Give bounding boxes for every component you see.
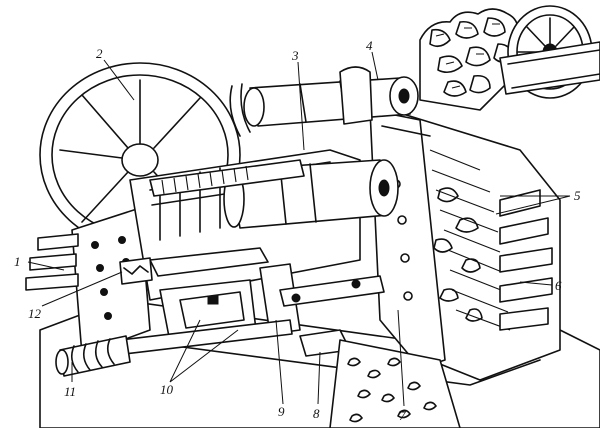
label-3: 3 bbox=[291, 48, 299, 63]
eccentric-shaft-icon bbox=[229, 66, 419, 137]
crushed-material bbox=[329, 339, 461, 428]
toggle-mechanism bbox=[119, 247, 385, 357]
pulley-icon bbox=[499, 5, 600, 99]
lower-shaft bbox=[149, 159, 399, 229]
label-7: 7 bbox=[399, 408, 406, 423]
label-9: 9 bbox=[278, 404, 285, 419]
jaw-plates bbox=[429, 149, 553, 331]
spring-icon bbox=[55, 335, 131, 377]
label-4: 4 bbox=[366, 38, 373, 53]
rear-jaw-ribs bbox=[499, 189, 553, 331]
label-2: 2 bbox=[96, 46, 103, 61]
label-8: 8 bbox=[313, 406, 320, 421]
part-labels: 1 2 3 4 5 6 7 8 9 10 11 12 bbox=[14, 38, 581, 423]
leader-lines bbox=[27, 51, 571, 407]
label-11: 11 bbox=[64, 384, 76, 399]
label-12: 12 bbox=[28, 306, 42, 321]
label-5: 5 bbox=[574, 188, 581, 203]
label-6: 6 bbox=[555, 278, 562, 293]
label-10: 10 bbox=[160, 382, 174, 397]
label-1: 1 bbox=[14, 254, 21, 269]
